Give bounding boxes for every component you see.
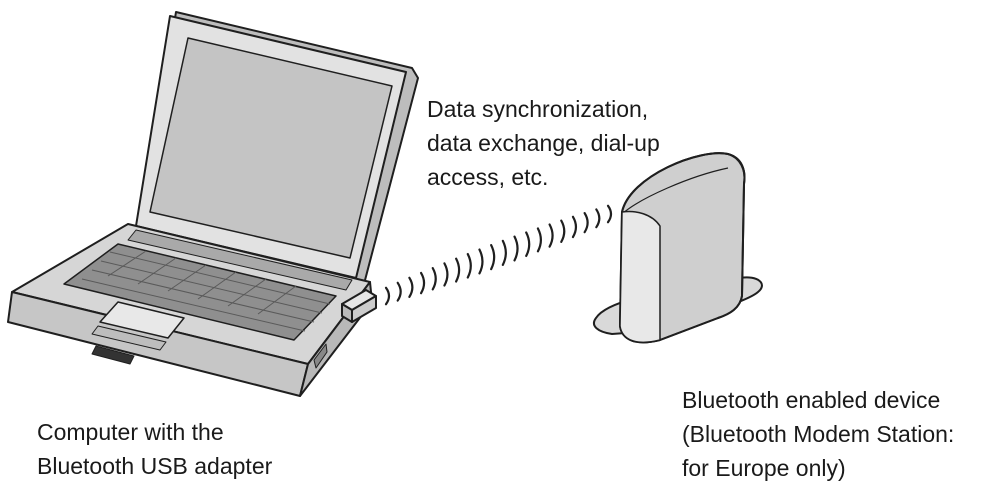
signal-arc: [384, 286, 391, 306]
signal-arc: [466, 252, 472, 279]
signal-arc: [408, 276, 414, 298]
device-caption-line: Bluetooth enabled device: [682, 387, 941, 413]
wireless-signal-icon: [384, 204, 613, 306]
device-caption-line: (Bluetooth Modem Station:: [682, 421, 955, 447]
signal-arc: [595, 208, 601, 229]
bluetooth-modem-icon: [593, 152, 763, 344]
signal-arc: [478, 248, 484, 275]
signal-arc: [571, 215, 578, 239]
laptop-computer-icon: [7, 11, 419, 397]
signal-arc: [490, 244, 496, 271]
connection-caption-line: data exchange, dial-up: [427, 130, 660, 156]
computer-caption-line: Computer with the: [37, 419, 224, 445]
signal-arc: [536, 227, 542, 253]
computer-caption: Computer with the Bluetooth USB adapter: [37, 415, 272, 483]
signal-arc: [606, 204, 613, 224]
connection-caption: Data synchronization, data exchange, dia…: [427, 92, 660, 194]
signal-arc: [525, 231, 531, 258]
signal-arc: [431, 267, 437, 291]
signal-arc: [396, 281, 402, 302]
computer-caption-line: Bluetooth USB adapter: [37, 453, 273, 479]
signal-arc: [443, 262, 449, 287]
connection-caption-line: Data synchronization,: [427, 96, 649, 122]
signal-arc: [455, 257, 461, 283]
signal-arc: [513, 235, 519, 262]
signal-arc: [501, 239, 507, 266]
signal-arc: [560, 219, 566, 243]
signal-arc: [548, 223, 554, 248]
connection-caption-line: access, etc.: [427, 164, 549, 190]
usb-adapter-icon: [341, 289, 377, 323]
device-caption-line: for Europe only): [682, 455, 846, 481]
signal-arc: [419, 271, 426, 295]
signal-arc: [583, 212, 589, 234]
device-caption: Bluetooth enabled device (Bluetooth Mode…: [682, 383, 954, 485]
